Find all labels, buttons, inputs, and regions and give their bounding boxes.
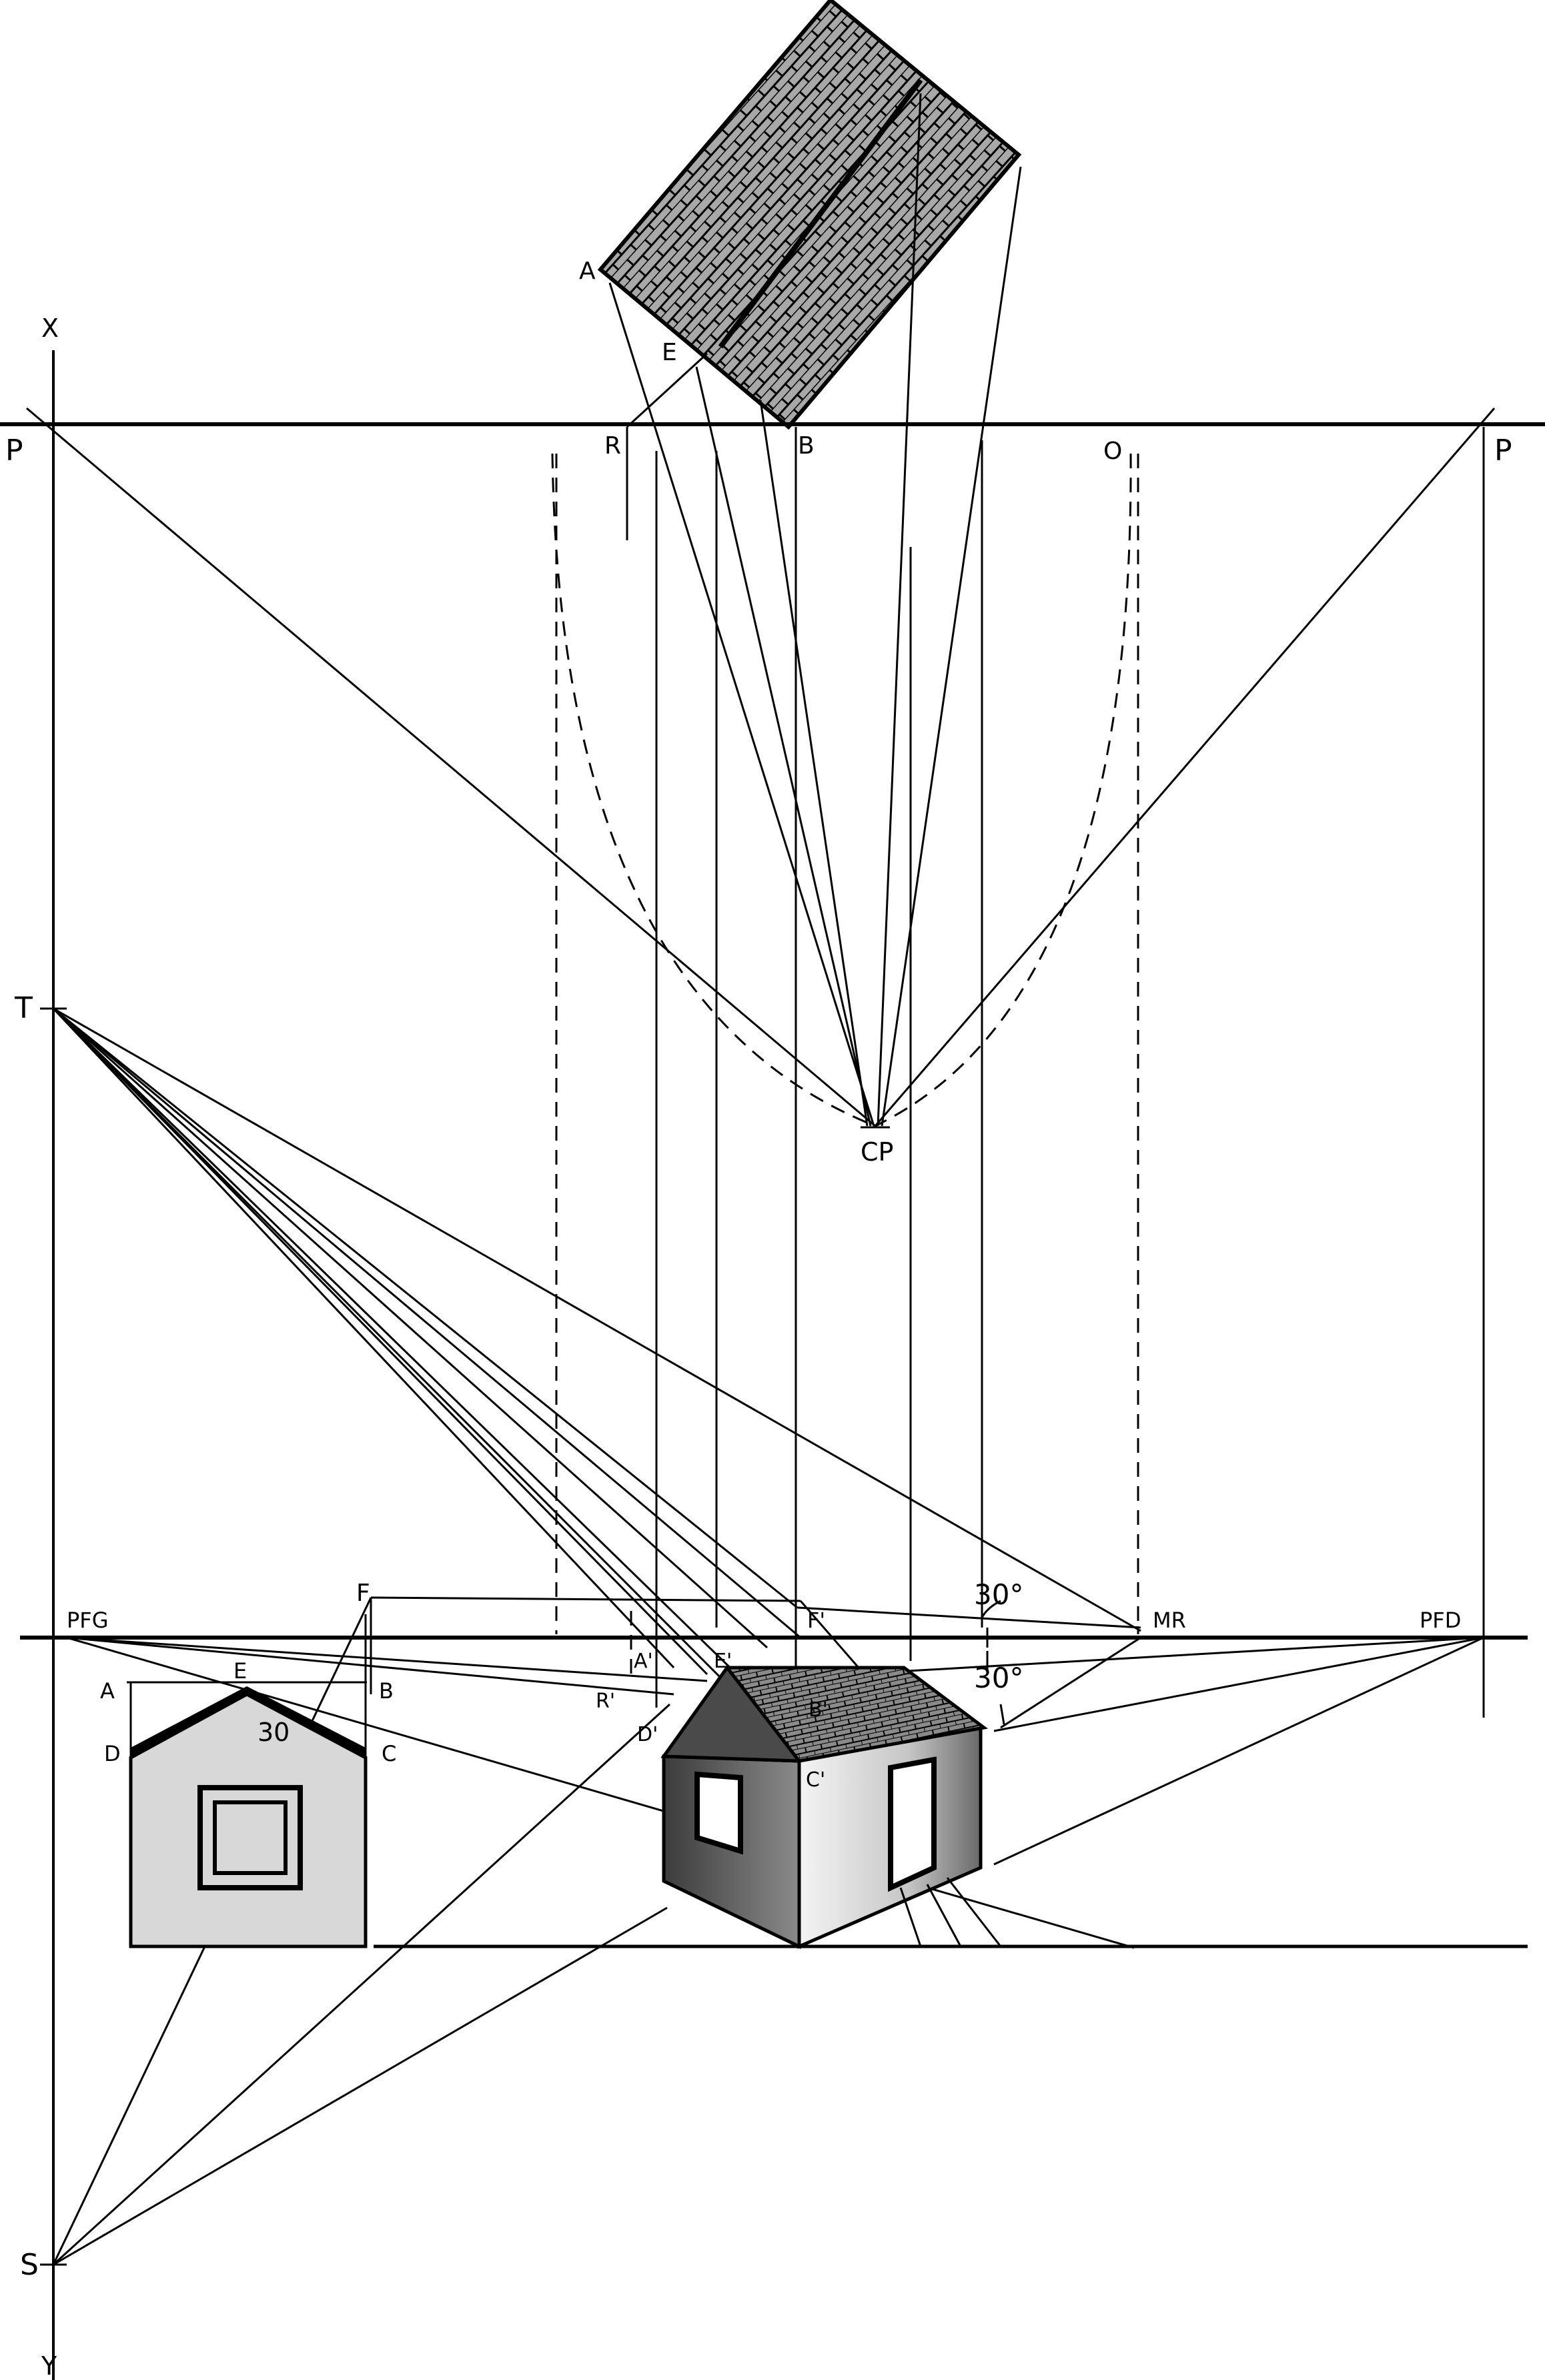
angle-label-upper: 30° — [974, 1578, 1023, 1611]
label-pfd: PFD — [1420, 1608, 1461, 1633]
label-t: T — [14, 991, 33, 1025]
side-elevation — [127, 1614, 368, 1948]
house-ground-hatching — [899, 1877, 1002, 1947]
persp-label-d: D' — [637, 1723, 658, 1746]
house-door — [888, 1756, 937, 1892]
house-window — [694, 1771, 743, 1855]
elevation-window-outer — [197, 1785, 303, 1890]
label-mr: MR — [1153, 1608, 1186, 1633]
elev-label-e: E — [233, 1658, 247, 1684]
elev-label-angle: 30 — [258, 1718, 290, 1747]
axis-label-y: Y — [41, 2351, 57, 2380]
angle-label-lower: 30° — [974, 1662, 1023, 1694]
plan-ridge-line — [718, 78, 923, 349]
visual-rays — [608, 93, 1022, 1127]
house-roof — [723, 1666, 989, 1763]
persp-label-r: R' — [596, 1690, 615, 1713]
persp-label-b: B' — [809, 1698, 828, 1722]
dashed-construction — [551, 453, 1139, 1681]
plan-roof — [597, 0, 1022, 430]
persp-label-a: A' — [634, 1650, 653, 1673]
elevation-window-inner — [213, 1800, 288, 1875]
persp-label-e: E' — [714, 1650, 732, 1673]
vertical-projectors — [655, 427, 1485, 1761]
plan-label-e: E — [662, 339, 677, 366]
plan-view: A E — [579, 0, 1022, 430]
axis-label-x: X — [41, 314, 59, 343]
label-r: R — [604, 432, 621, 460]
elev-label-d: D — [104, 1741, 121, 1766]
elev-label-b: B — [379, 1678, 394, 1704]
label-cp: CP — [861, 1137, 893, 1167]
angle-arrows — [981, 1600, 1005, 1725]
elev-label-f: F — [356, 1580, 370, 1607]
label-b: B — [798, 432, 815, 460]
t-fan-lines — [40, 1007, 1141, 1686]
label-p-left: P — [5, 434, 23, 468]
label-p-right: P — [1494, 434, 1512, 468]
elev-label-a: A — [100, 1678, 115, 1704]
elev-label-c: C — [382, 1741, 396, 1766]
persp-label-f: F' — [807, 1608, 825, 1633]
plan-label-a: A — [579, 257, 596, 285]
label-o: O — [1103, 438, 1122, 465]
persp-label-c: C' — [806, 1768, 825, 1792]
perspective-house — [660, 1664, 989, 1949]
label-pfg: PFG — [67, 1608, 109, 1633]
station-lines — [26, 407, 1496, 1127]
label-s: S — [20, 2248, 39, 2282]
